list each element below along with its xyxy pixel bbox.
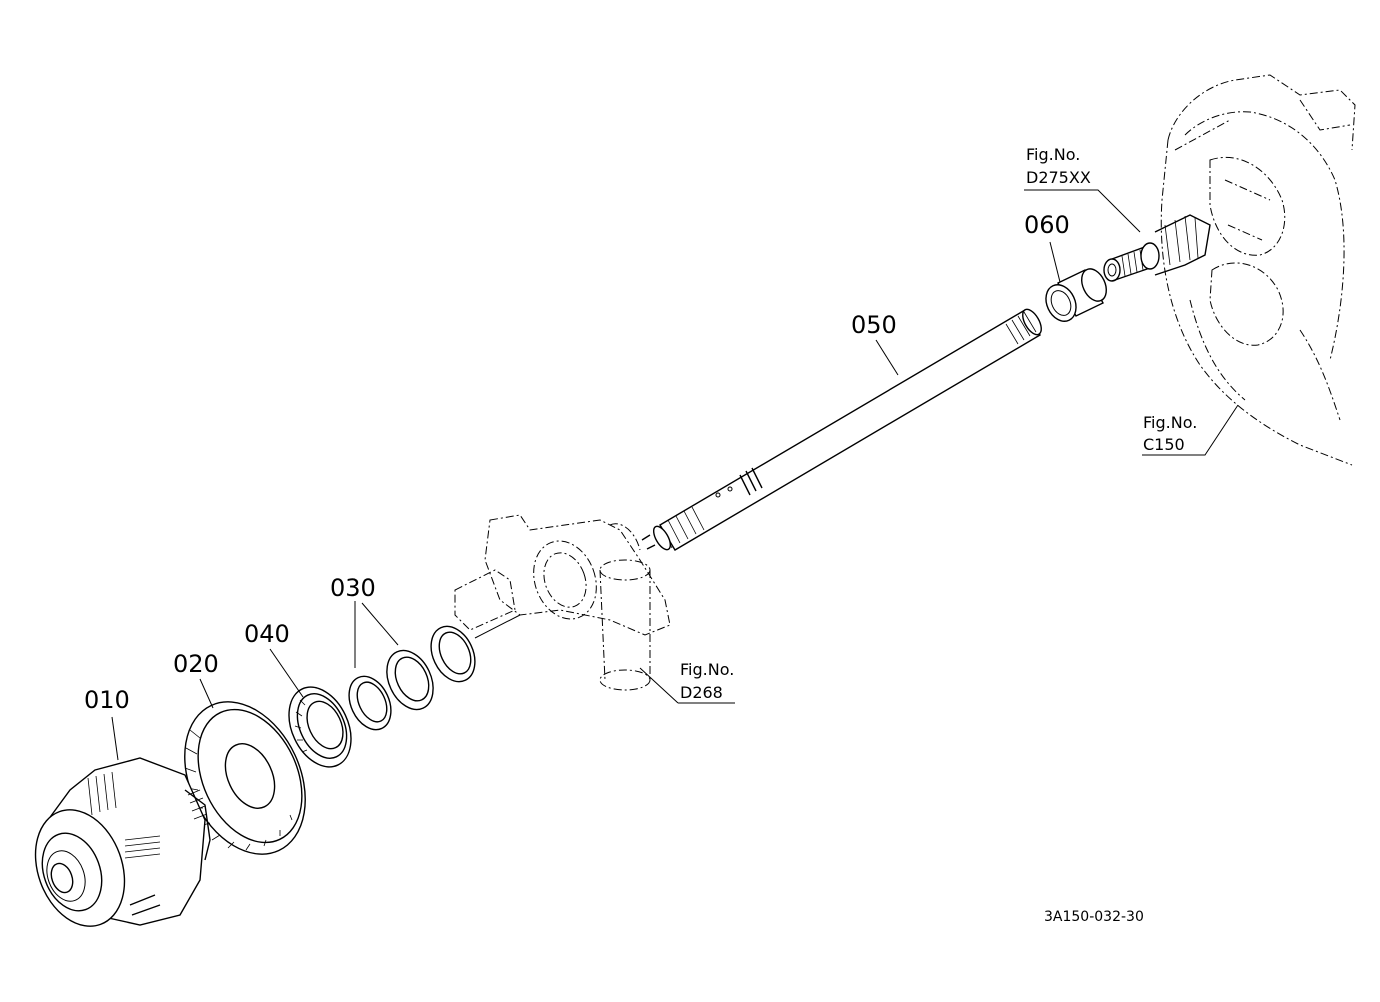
part-010-clutch-assembly (34, 757, 211, 927)
part-label-060: 060 (1024, 211, 1070, 239)
fig-ref-label-d275xx: Fig.No. (1026, 145, 1080, 164)
part-020-disc (184, 701, 306, 855)
fig-ref-code-d268: D268 (680, 683, 723, 702)
part-060-bearing (1045, 268, 1107, 322)
input-gear-d275xx (1103, 214, 1211, 282)
part-040-bearing (288, 686, 352, 768)
housing-d268-outline (454, 514, 671, 691)
fig-ref-code-c150: C150 (1143, 435, 1185, 454)
part-label-040: 040 (244, 620, 290, 648)
housing-c150-outline (1160, 74, 1356, 466)
fig-ref-label-d268: Fig.No. (680, 660, 734, 679)
part-label-010: 010 (84, 686, 130, 714)
fig-ref-label-c150: Fig.No. (1143, 413, 1197, 432)
part-030-rings (348, 614, 521, 731)
leader-lines (111, 189, 1239, 761)
fig-ref-code-d275xx: D275XX (1026, 168, 1091, 187)
part-050-shaft (641, 308, 1042, 551)
part-label-020: 020 (173, 650, 219, 678)
part-label-030: 030 (330, 574, 376, 602)
drawing-code: 3A150-032-30 (1044, 909, 1144, 925)
part-label-050: 050 (851, 311, 897, 339)
